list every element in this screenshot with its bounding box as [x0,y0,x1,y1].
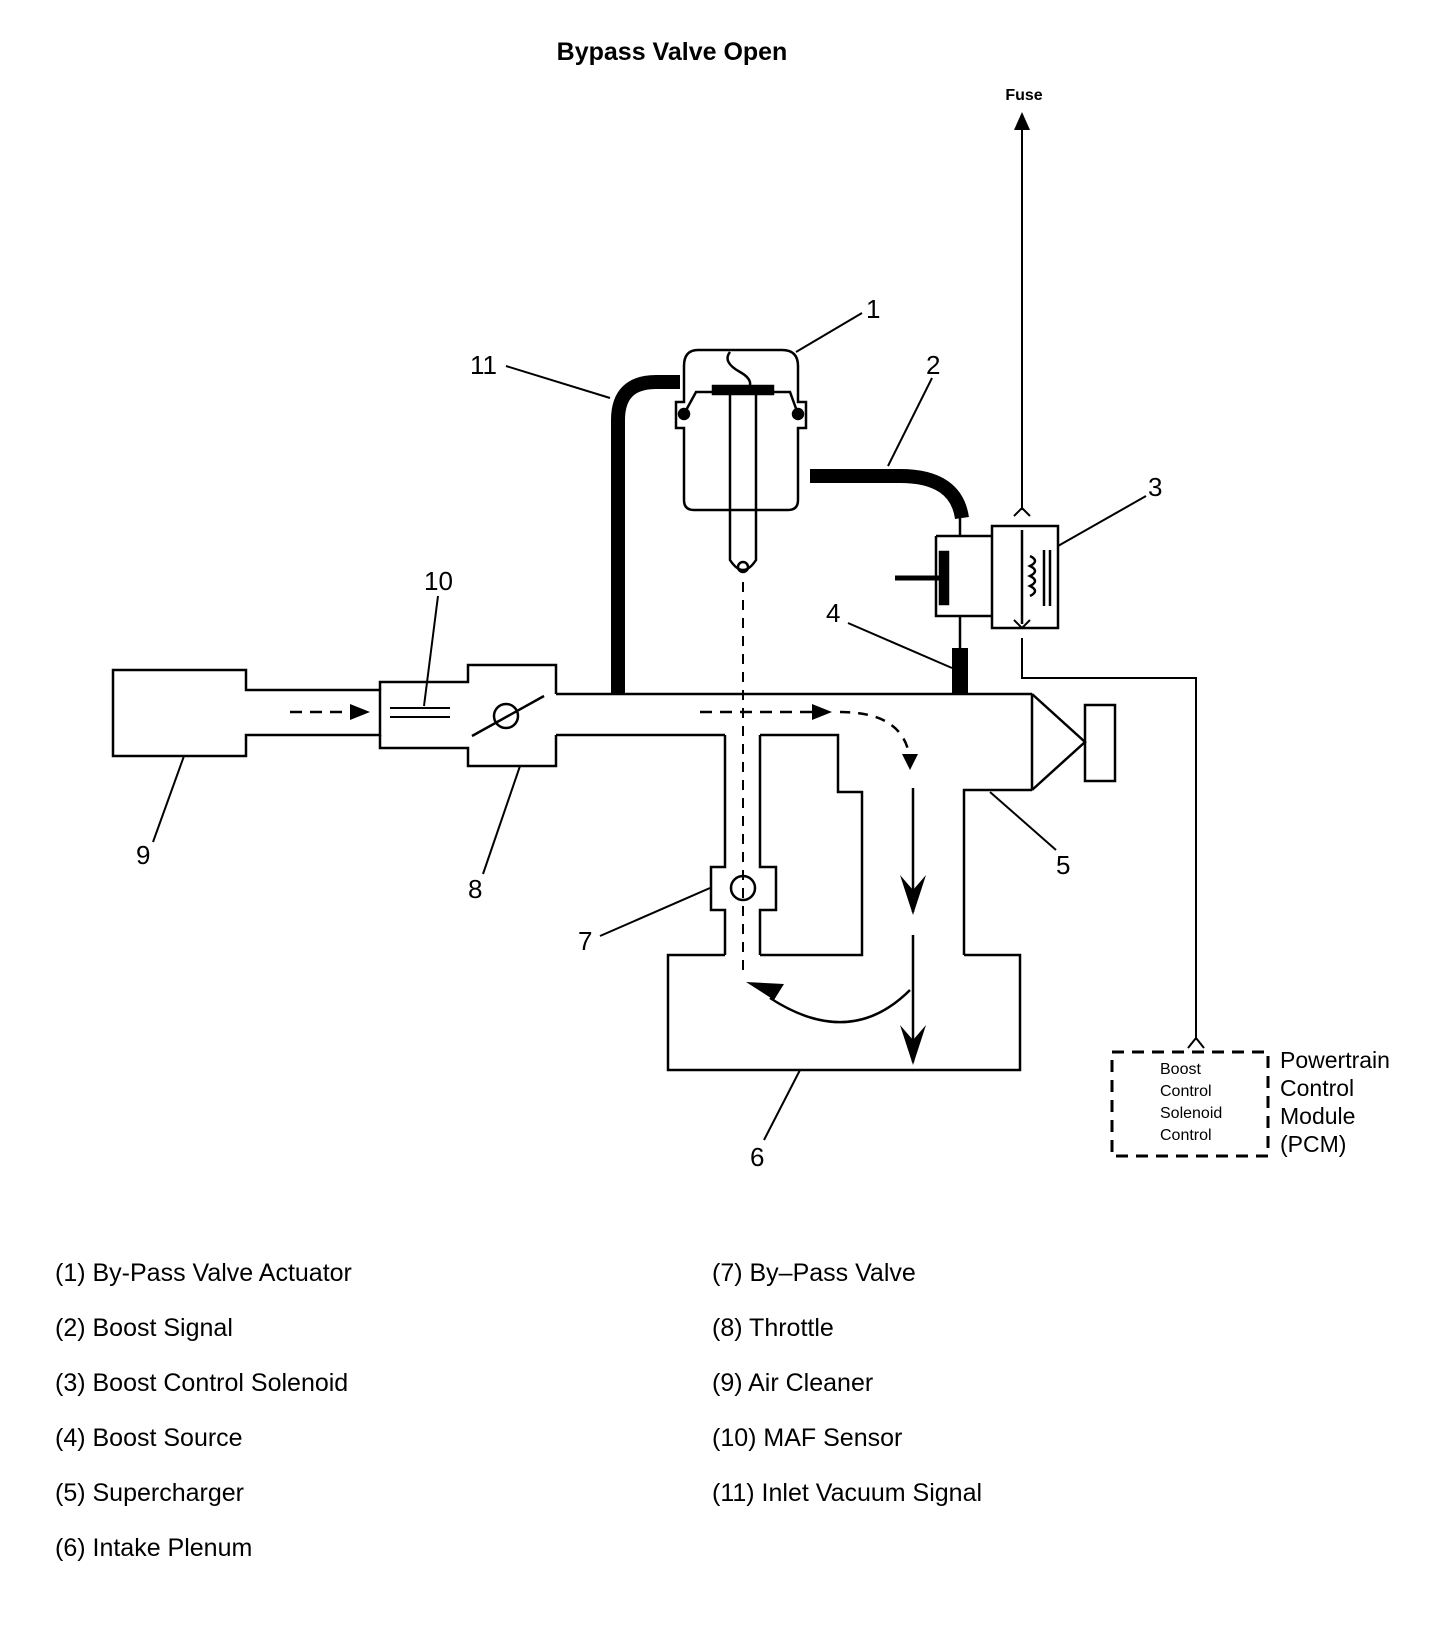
legend-item-5: (5) Supercharger [55,1479,244,1507]
pcm-box-line-4: Control [1160,1127,1212,1144]
legend-item-8: (8) Throttle [712,1314,834,1342]
intake-duct [556,692,1034,790]
supercharger [962,693,1117,955]
intake-plenum [666,953,1022,1072]
bypass-channel [709,733,864,957]
callout-5: 5 [1056,850,1070,880]
callout-leaders [152,312,1147,1141]
legend-left-column: (1) By-Pass Valve Actuator (2) Boost Sig… [55,1258,352,1588]
pcm-label-line-1: Powertrain [1280,1047,1390,1073]
callout-3: 3 [1148,472,1162,502]
pcm-wire [1021,638,1197,1040]
legend-item-7: (7) By–Pass Valve [712,1259,916,1287]
fuse-wire [1014,112,1030,510]
diagram-title: Bypass Valve Open [557,38,788,66]
boost-signal-hose [810,469,969,520]
pcm-box-line-2: Control [1160,1083,1212,1100]
bypass-valve-diagram: Bypass Valve Open Fuse [111,38,1396,1172]
legend-item-9: (9) Air Cleaner [712,1369,874,1397]
inlet-vacuum-hose [611,375,680,694]
legend-item-6: (6) Intake Plenum [55,1534,253,1562]
pcm-box-text: Boost Control Solenoid Control [1160,1061,1227,1144]
callout-6: 6 [750,1142,764,1172]
legend-item-11: (11) Inlet Vacuum Signal [712,1479,983,1507]
legend-item-4: (4) Boost Source [55,1424,243,1452]
pcm-label-line-2: Control [1280,1075,1354,1101]
bypass-valve-actuator [674,348,808,574]
legend-item-10: (10) MAF Sensor [712,1424,903,1452]
boost-control-solenoid [895,518,1060,650]
legend-right-column: (7) By–Pass Valve (8) Throttle (9) Air C… [712,1258,982,1533]
pcm-label-line-3: Module [1280,1103,1355,1129]
maf-sensor-element [390,707,450,718]
throttle-plate [471,694,545,738]
maf-sensor-housing [378,663,558,768]
callout-2: 2 [926,350,940,380]
legend-item-2: (2) Boost Signal [55,1314,233,1342]
pcm-label-line-4: (PCM) [1280,1131,1346,1157]
callout-10: 10 [424,566,453,596]
fuse-label: Fuse [1005,87,1042,104]
pcm-label: Powertrain Control Module (PCM) [1280,1047,1396,1157]
callout-8: 8 [468,874,482,904]
boost-source-hose [952,648,968,694]
callout-11: 11 [470,350,497,380]
callout-7: 7 [578,926,592,956]
legend-item-3: (3) Boost Control Solenoid [55,1369,349,1397]
pcm-box [1110,1050,1270,1158]
callout-4: 4 [826,598,840,628]
legend-item-1: (1) By-Pass Valve Actuator [55,1259,352,1287]
pcm-box-line-1: Boost [1160,1061,1201,1078]
callout-9: 9 [136,840,150,870]
callout-1: 1 [866,294,880,324]
airflow-arrows [290,582,926,1065]
pcm-box-line-3: Solenoid [1160,1105,1222,1122]
